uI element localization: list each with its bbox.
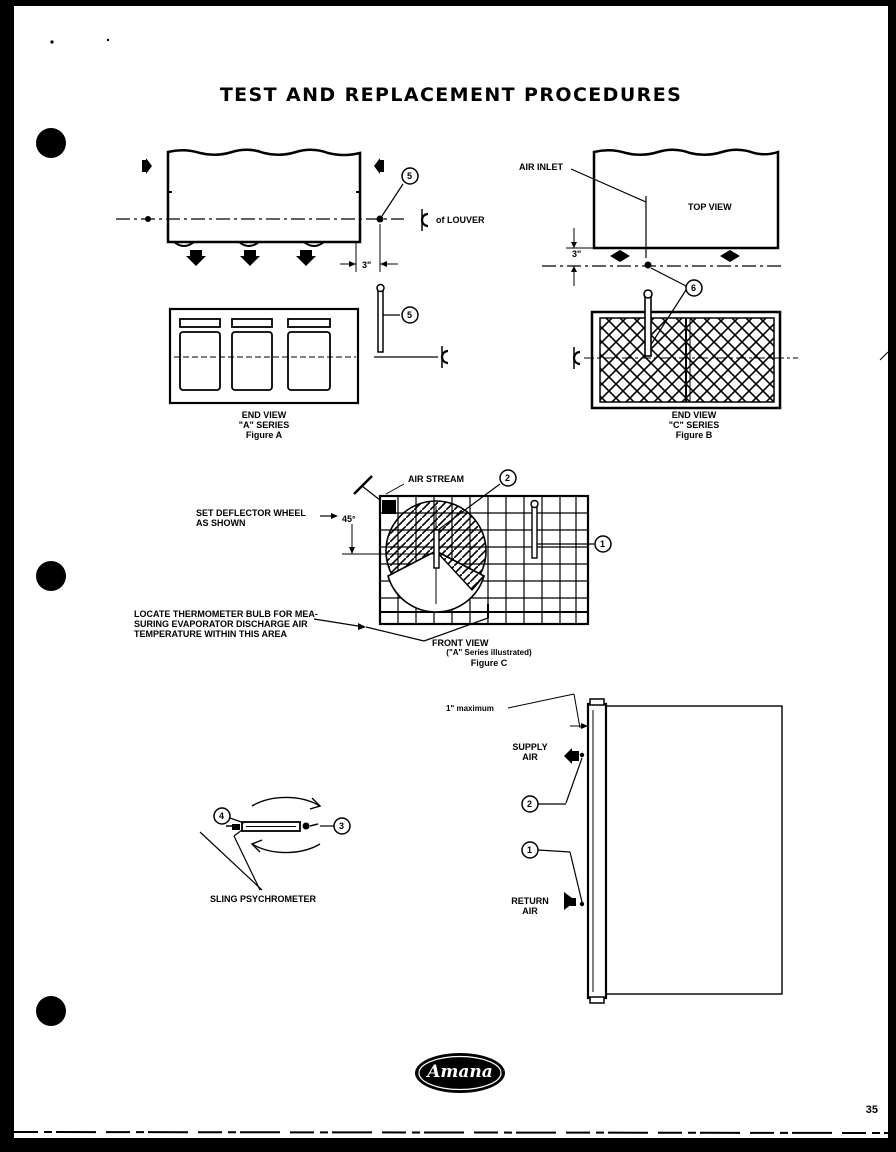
figure-c-locate-line3: TEMPERATURE WITHIN THIS AREA — [134, 629, 287, 639]
figure-c-locate-line2: SURING EVAPORATOR DISCHARGE AIR — [134, 619, 308, 629]
side-view-callout-2: 2 — [527, 799, 533, 809]
figure-b-caption-line3: Figure B — [675, 430, 713, 440]
amana-logo-icon — [415, 1053, 505, 1093]
figure-c-deflector-line1: SET DEFLECTOR WHEEL — [196, 508, 306, 518]
figure-c-caption-line1: FRONT VIEW — [432, 638, 489, 648]
binder-hole-middle — [36, 561, 66, 591]
figure-c-air-stream: AIR STREAM — [408, 474, 464, 484]
figure-b-caption: END VIEW "C" SERIES Figure B — [644, 410, 744, 440]
figure-a-callout-5-end: 5 — [407, 310, 413, 320]
figure-a-caption-line3: Figure A — [245, 430, 283, 440]
sling-psychrometer-drawing — [199, 796, 351, 891]
figure-b-caption-line1: END VIEW — [671, 410, 717, 420]
figure-b-callout-6: 6 — [691, 283, 697, 293]
psychrometer-label: SLING PSYCHROMETER — [210, 894, 317, 904]
figure-c-angle: 45° — [342, 514, 356, 524]
figure-c-front-view — [313, 469, 612, 642]
side-view-drawing — [507, 693, 783, 1004]
manual-page: TEST AND REPLACEMENT PROCEDURES — [14, 6, 888, 1138]
figure-a-end-view — [168, 283, 449, 405]
side-view-return: RETURN AIR — [506, 896, 554, 916]
figure-c-deflector-note: SET DEFLECTOR WHEEL AS SHOWN — [196, 508, 306, 528]
scan-noise-bottom — [14, 1131, 888, 1134]
side-view-callout-1: 1 — [527, 845, 533, 855]
figure-b-end-view — [572, 289, 888, 410]
diagram-artwork — [14, 38, 888, 1134]
figure-c-locate-line1: LOCATE THERMOMETER BULB FOR MEA- — [134, 609, 318, 619]
brand-logo-text: Amana — [427, 1062, 493, 1082]
figure-a-top-view — [116, 148, 429, 272]
figure-c-callout-2: 2 — [505, 473, 511, 483]
binder-hole-top — [36, 128, 66, 158]
page-number: 35 — [865, 1104, 878, 1116]
side-view-maximum: 1" maximum — [446, 704, 494, 713]
figure-a-caption-line1: END VIEW — [241, 410, 287, 420]
figure-b-top-view: TOP VIEW — [688, 202, 732, 212]
figure-c-deflector-line2: AS SHOWN — [196, 518, 246, 528]
binder-hole-bottom — [36, 996, 66, 1026]
figure-b-top-view — [542, 148, 784, 347]
figure-a-callout-5-top: 5 — [407, 171, 413, 181]
figure-b-caption-line2: "C" SERIES — [668, 420, 720, 430]
figure-b-air-inlet: AIR INLET — [519, 162, 563, 172]
figure-a-dimension: 3" — [362, 260, 372, 270]
figure-c-callout-1: 1 — [600, 539, 606, 549]
side-view-return-line2: AIR — [522, 906, 538, 916]
figure-c-caption: FRONT VIEW ("A" Series illustrated) Figu… — [414, 638, 564, 668]
side-view-supply: SUPPLY AIR — [506, 742, 554, 762]
figure-b-dimension: 3" — [572, 249, 582, 259]
figure-c-caption-line2: ("A" Series illustrated) — [446, 648, 532, 657]
psychrometer-callout-4: 4 — [219, 811, 225, 821]
figure-a-caption-line2: "A" SERIES — [238, 420, 290, 430]
specks — [50, 38, 110, 44]
figure-c-locate-note: LOCATE THERMOMETER BULB FOR MEA- SURING … — [134, 609, 318, 639]
figure-c-caption-line3: Figure C — [470, 658, 508, 668]
side-view-return-line1: RETURN — [511, 896, 549, 906]
figure-a-caption: END VIEW "A" SERIES Figure A — [214, 410, 314, 440]
psychrometer-callout-3: 3 — [339, 821, 345, 831]
page-title: TEST AND REPLACEMENT PROCEDURES — [219, 84, 683, 106]
figure-a-louver-label: of LOUVER — [436, 215, 485, 225]
side-view-supply-line2: AIR — [522, 752, 538, 762]
side-view-supply-line1: SUPPLY — [512, 742, 548, 752]
